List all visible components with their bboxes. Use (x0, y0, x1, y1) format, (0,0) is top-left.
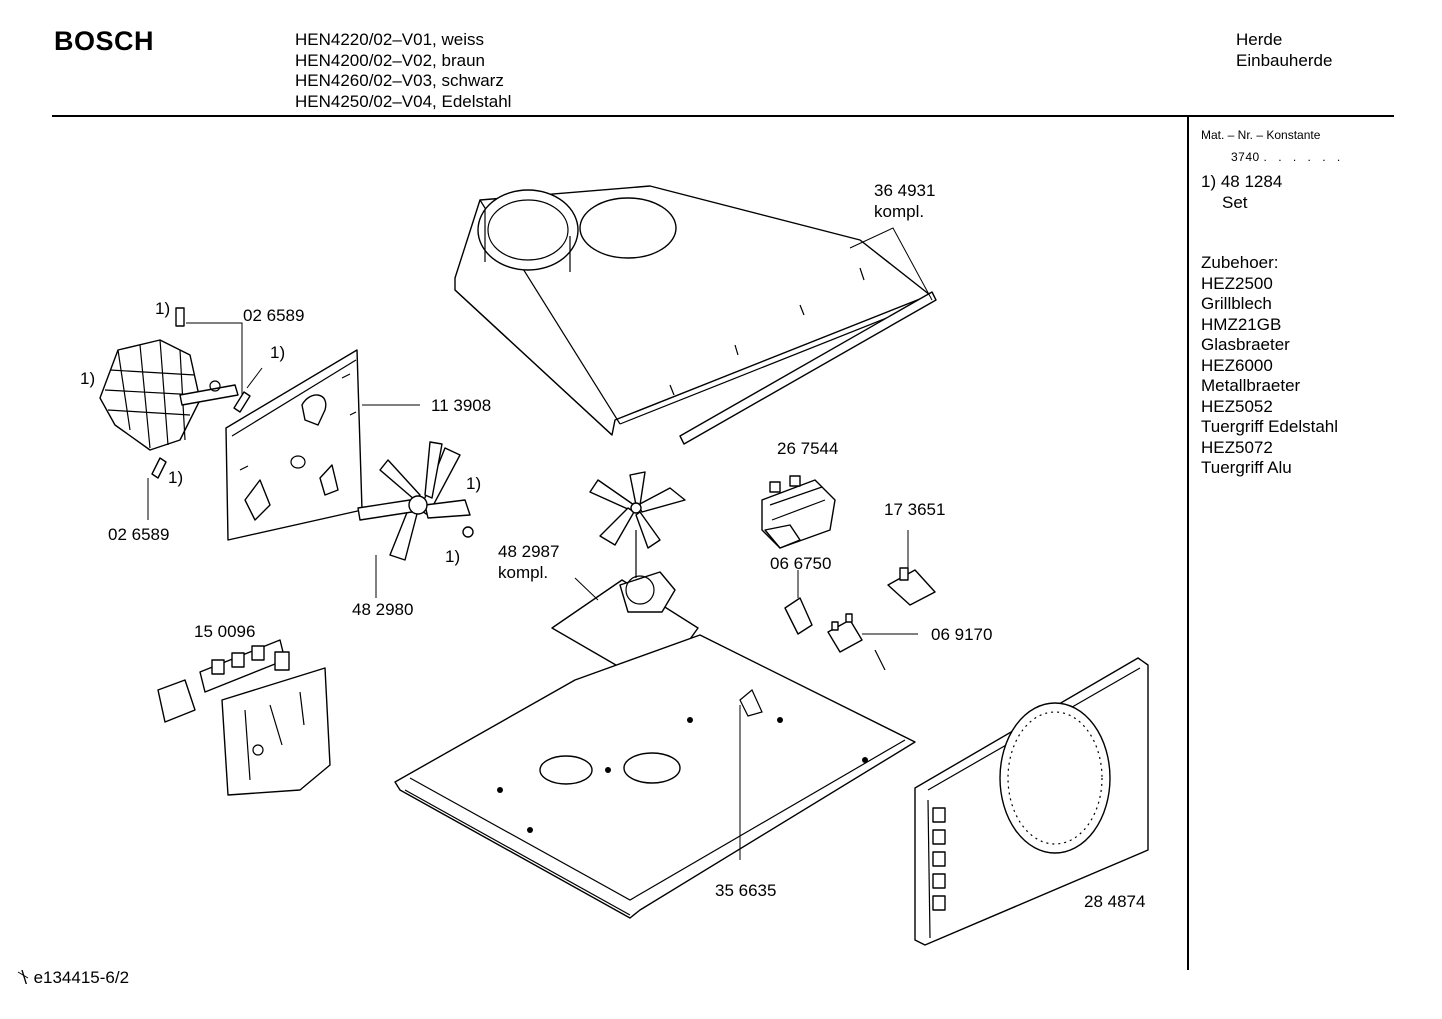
sensor-part (887, 530, 936, 606)
part-label-069170: 06 9170 (931, 625, 993, 644)
set-note-label: Set (1222, 192, 1248, 212)
clip-parts (147, 307, 263, 520)
accessories-heading: Zubehoer: (1201, 253, 1279, 272)
note-marker: 1) (168, 468, 184, 487)
fan-motor-part (99, 339, 239, 451)
part-label-113908: 11 3908 (431, 396, 492, 415)
note-marker: 1) (466, 474, 482, 493)
part-label-267544: 26 7544 (777, 439, 839, 458)
model-item: HEN4220/02–V01, weiss (295, 30, 485, 49)
back-panel-part (225, 349, 420, 541)
mat-constant-dots: . . . . . . (1263, 150, 1345, 164)
accessory-item: Tuergriff Edelstahl (1201, 417, 1339, 436)
part-label-026589-top: 02 6589 (243, 306, 305, 325)
accessory-item: Tuergriff Alu (1201, 458, 1292, 477)
part-label-356635: 35 6635 (715, 881, 777, 900)
note-marker: 1) (155, 299, 171, 318)
part-label-066750: 06 6750 (770, 554, 832, 573)
set-note: 1) 48 1284 Set (1201, 172, 1282, 213)
category-item: Einbauherde (1236, 50, 1333, 70)
mat-constant: 3740 . . . . . . (1231, 150, 1344, 164)
accessory-item: HEZ5072 (1201, 437, 1273, 457)
model-list: HEN4220/02–V01, weiss HEN4200/02–V02, br… (295, 30, 511, 113)
part-label-482980: 48 2980 (352, 600, 414, 619)
sidebar-divider (1187, 115, 1189, 970)
category-item: Herde (1236, 30, 1283, 49)
part-number: 48 2987 (498, 542, 560, 561)
oven-base-part (394, 634, 916, 919)
model-item: HEN4250/02–V04, Edelstahl (295, 92, 512, 112)
rear-fan-cover-part (914, 657, 1149, 946)
relay-part (784, 570, 813, 635)
mat-constant-value: 3740 (1231, 150, 1260, 164)
accessory-item: Grillblech (1201, 294, 1272, 313)
transformer-part (761, 475, 836, 549)
category-block: Herde Einbauherde (1236, 30, 1332, 71)
leader-364931 (849, 227, 933, 301)
accessory-item: HEZ5052 (1201, 396, 1273, 416)
top-cover-part (454, 185, 937, 445)
footer-mark (17, 971, 29, 979)
note-marker: 1) (80, 369, 96, 388)
part-label-284874: 28 4874 (1084, 892, 1146, 911)
model-item: HEN4260/02–V03, schwarz (295, 71, 504, 91)
accessory-item: Glasbraeter (1201, 335, 1290, 354)
control-bracket-part (157, 639, 331, 796)
footer-marker-icon: ∖ (18, 968, 29, 987)
part-number: 36 4931 (874, 181, 936, 200)
fan-wheel-part (357, 441, 474, 598)
note-marker: 1) (270, 343, 286, 362)
part-label-482987: 48 2987 kompl. (498, 541, 559, 583)
part-suffix: kompl. (498, 563, 549, 582)
part-label-150096: 15 0096 (194, 622, 256, 641)
accessory-item: HEZ6000 (1201, 355, 1273, 375)
accessory-item: HEZ2500 (1201, 273, 1273, 293)
brand-logo: BOSCH (54, 26, 155, 56)
fan-motor-assembly-part (551, 471, 699, 673)
set-note-number: 1) 48 1284 (1201, 172, 1283, 191)
part-label-026589-bottom: 02 6589 (108, 525, 170, 544)
part-label-364931: 36 4931 kompl. (874, 180, 935, 222)
model-item: HEN4200/02–V02, braun (295, 50, 485, 70)
accessory-item: Metallbraeter (1201, 376, 1301, 395)
document-code-text: e134415-6/2 (33, 968, 130, 987)
accessory-item: HMZ21GB (1201, 314, 1282, 334)
note-marker: 1) (445, 547, 461, 566)
accessories-list: Zubehoer: HEZ2500 Grillblech HMZ21GB Gla… (1201, 253, 1338, 479)
part-suffix: kompl. (874, 202, 925, 221)
part-label-173651: 17 3651 (884, 500, 946, 519)
thermal-switch-part (827, 613, 918, 671)
header-divider (52, 115, 1394, 117)
document-code: ∖ e134415-6/2 (18, 968, 129, 988)
mat-number-label: Mat. – Nr. – Konstante (1201, 128, 1321, 142)
